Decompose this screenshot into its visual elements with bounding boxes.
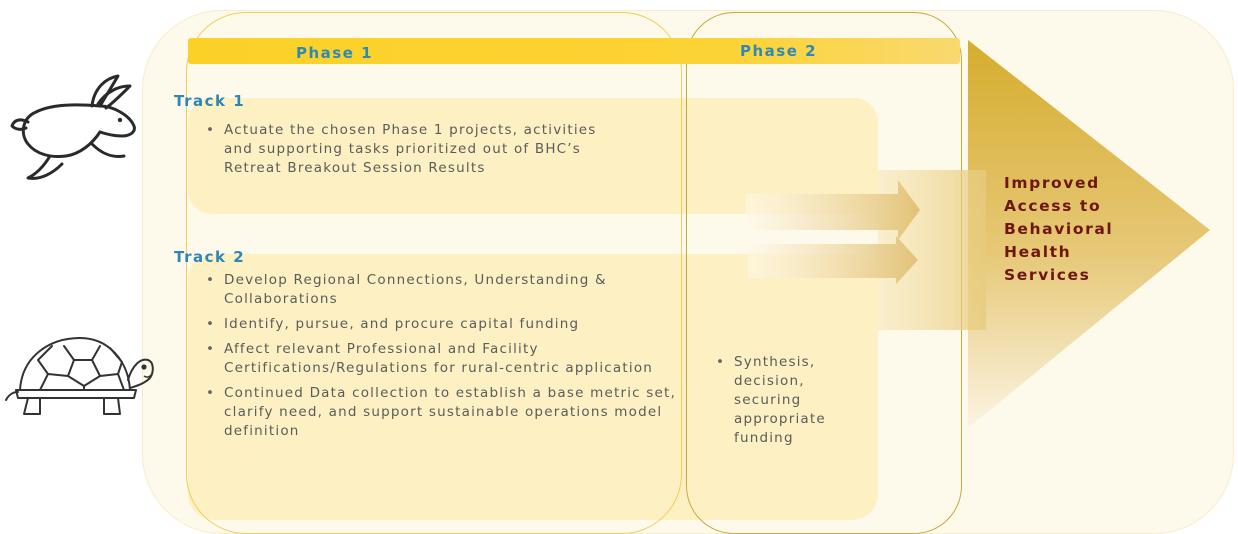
outcome-text: Improved Access to Behavioral Health Ser…	[1004, 172, 1113, 287]
outcome-arrow	[746, 40, 1210, 428]
track-1-label: Track 1	[174, 92, 246, 110]
track-2-bullets: Develop Regional Connections, Understand…	[204, 271, 678, 447]
outcome-line: Behavioral	[1004, 220, 1114, 238]
outcome-line: Health	[1004, 243, 1072, 261]
track-2-arrow	[748, 236, 918, 284]
phase-2-bullets: Synthesis, decision, securing appropriat…	[714, 353, 864, 454]
track-2-bullet: Develop Regional Connections, Understand…	[204, 271, 678, 309]
phase-1-label: Phase 1	[296, 44, 374, 62]
phase-2-bullet: Synthesis, decision, securing appropriat…	[714, 353, 864, 448]
turtle-icon	[5, 337, 154, 415]
outcome-line: Improved	[1004, 174, 1100, 192]
outcome-line: Access to	[1004, 197, 1102, 215]
track-1-bullet: Actuate the chosen Phase 1 projects, act…	[204, 121, 624, 178]
rabbit-icon	[10, 74, 136, 180]
track-2-label: Track 2	[174, 248, 246, 266]
outcome-arrow-head	[968, 40, 1210, 428]
track-2-bullet: Continued Data collection to establish a…	[204, 384, 678, 441]
track-2-bullet: Affect relevant Professional and Facilit…	[204, 340, 678, 378]
outcome-line: Services	[1004, 266, 1091, 284]
track-2-bullet: Identify, pursue, and procure capital fu…	[204, 315, 678, 334]
track-1-bullets: Actuate the chosen Phase 1 projects, act…	[204, 121, 624, 184]
track-1-arrow	[746, 180, 920, 240]
phase-2-label: Phase 2	[740, 42, 818, 60]
phase-header-bar	[188, 38, 960, 64]
